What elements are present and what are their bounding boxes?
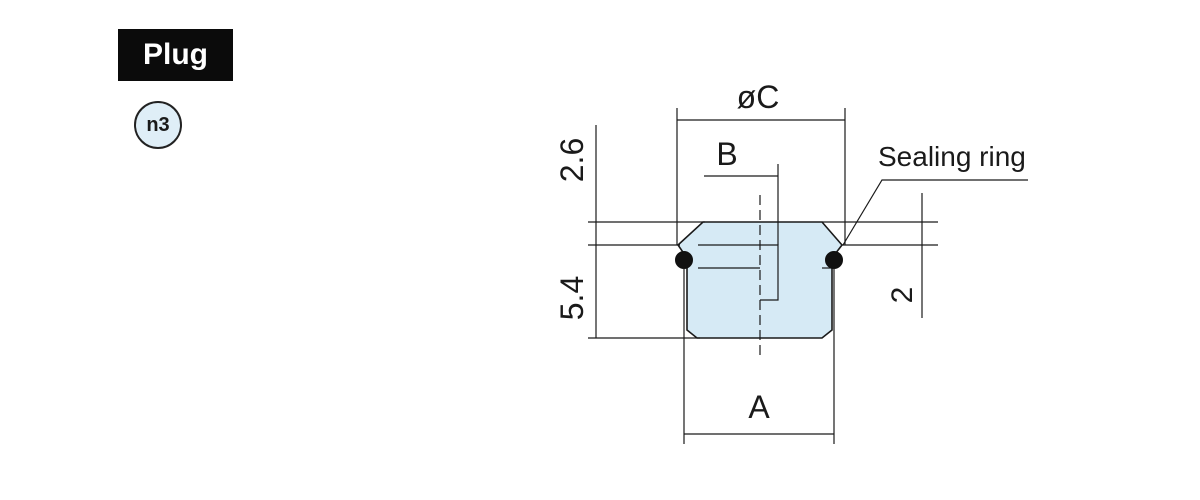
slot-contour	[698, 244, 779, 301]
dim-label-a: A	[748, 389, 770, 425]
reference-code: n3	[146, 113, 170, 136]
sealing-ring-leader	[842, 179, 1028, 246]
callout-sealing-ring: Sealing ring	[878, 141, 1026, 172]
reference-code-badge: n3	[134, 101, 182, 149]
sealing-ring-left	[675, 251, 693, 269]
title-badge: Plug	[118, 29, 233, 81]
dim-label-b: B	[716, 136, 737, 172]
dim-label-2-6: 2.6	[554, 138, 590, 182]
dim-label-5-4: 5.4	[554, 276, 590, 320]
sealing-ring-right	[825, 251, 843, 269]
page-title: Plug	[143, 38, 208, 71]
dim-label-2: 2	[886, 287, 919, 304]
dim-label-diameter-c: øC	[737, 79, 780, 115]
